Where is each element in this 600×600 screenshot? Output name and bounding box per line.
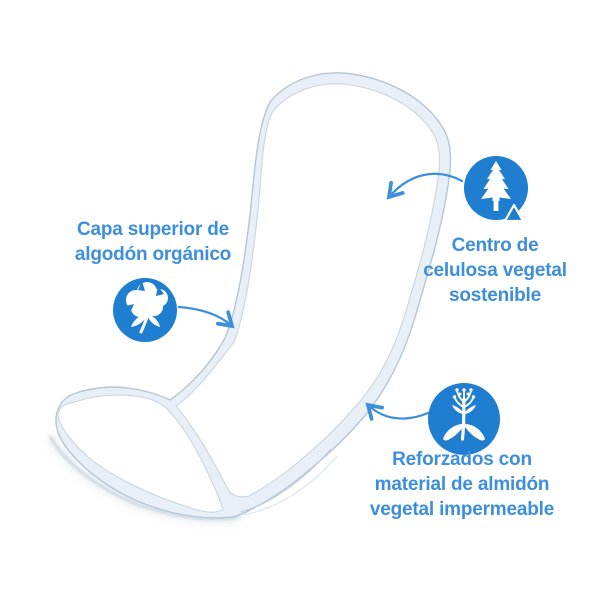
cotton-boll-icon: [112, 277, 178, 343]
starch-backing-label: Reforzados con material de almidón veget…: [354, 447, 570, 522]
cotton-callout-arrow: [177, 305, 235, 329]
label-line: Centro de: [451, 235, 539, 256]
cellulose-callout-arrow: [386, 172, 464, 200]
cellulose-core-label: Centro de celulosa vegetal sostenible: [406, 233, 584, 308]
label-line: vegetal impermeable: [369, 499, 555, 520]
label-line: sostenible: [449, 285, 541, 306]
organic-cotton-label: Capa superior de algodón orgánico: [58, 217, 248, 267]
pad-shadow: [46, 433, 241, 524]
corn-plant-icon: [427, 382, 501, 456]
label-line: Capa superior de: [76, 219, 229, 240]
label-line: algodón orgánico: [74, 244, 232, 265]
label-line: celulosa vegetal: [423, 260, 567, 281]
pad-top-surface: [175, 83, 441, 498]
label-line: material de almidón: [374, 474, 550, 495]
pine-tree-icon: [461, 153, 531, 223]
pad-wing-surface: [57, 394, 224, 513]
pad-far-rim-lines: [240, 448, 338, 516]
label-line: Reforzados con: [392, 449, 532, 470]
starch-callout-arrow: [365, 402, 430, 421]
